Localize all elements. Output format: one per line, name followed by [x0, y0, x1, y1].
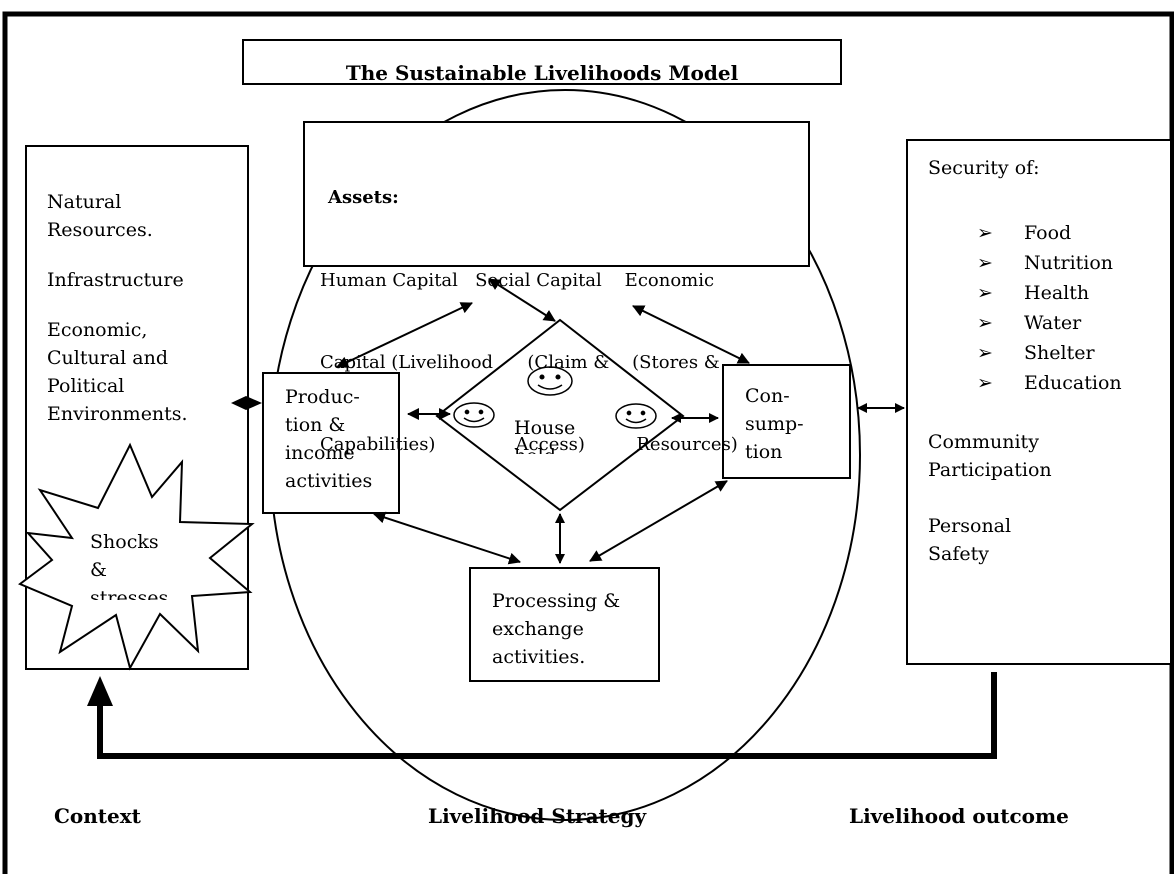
household-text: House hold: [514, 414, 575, 454]
assets-heading: Assets:: [328, 187, 399, 208]
outcome-extra: Community Participation Personal Safety: [928, 428, 1052, 568]
connector-arrows: [336, 278, 905, 565]
production-line: income: [285, 442, 355, 464]
processing-box: [469, 567, 660, 682]
context-item: Resources.: [47, 219, 153, 241]
context-item: Environments.: [47, 403, 188, 425]
smiley-face-icon: [527, 366, 573, 396]
assets-box: [303, 121, 810, 267]
context-item: Political: [47, 375, 125, 397]
outcome-extra-line: Community: [928, 431, 1039, 453]
processing-text: Processing & exchange activities.: [492, 587, 620, 671]
shocks-line: &: [90, 559, 107, 581]
arrow-bullet-icon: ➢: [977, 222, 993, 244]
consumption-line: Con-: [745, 385, 790, 407]
arrow-bullet-icon: ➢: [977, 372, 993, 394]
assets-line: Capabilities) Access) Resources): [320, 434, 738, 455]
feedback-arrowhead: [87, 676, 113, 706]
arrow-bullet-icon: ➢: [977, 252, 993, 274]
production-line: Produc-: [285, 386, 360, 408]
processing-line: exchange: [492, 618, 584, 640]
assets-line: Human Capital Social Capital Economic: [320, 270, 715, 291]
shocks-line: Shocks: [90, 531, 159, 553]
production-line: activities: [285, 470, 373, 492]
consumption-text: Con- sump- tion: [745, 382, 804, 466]
outcome-list: ➢Food ➢Nutrition ➢Health ➢Water ➢Shelter…: [977, 218, 1122, 398]
footer-strategy-label: Livelihood Strategy: [428, 804, 647, 828]
shocks-line: stresses: [90, 587, 169, 600]
smiley-face-icon: [615, 403, 657, 429]
footer-context-label: Context: [54, 804, 141, 828]
outcome-extra-line: Safety: [928, 543, 989, 565]
consumption-line: sump-: [745, 413, 804, 435]
outcome-extra-line: Personal: [928, 515, 1012, 537]
context-item: Infrastructure: [47, 269, 184, 291]
title-box: [242, 39, 842, 85]
footer-outcome-label: Livelihood outcome: [849, 804, 1069, 828]
outcome-list-item: ➢Shelter: [977, 338, 1122, 368]
outcome-list-item: ➢Education: [977, 368, 1122, 398]
arrow-bullet-icon: ➢: [977, 342, 993, 364]
household-line: hold: [514, 442, 575, 454]
production-box: [262, 372, 400, 514]
diagram-title: The Sustainable Livelihoods Model: [345, 61, 739, 84]
outcome-list-item: ➢Nutrition: [977, 248, 1122, 278]
context-production-link: [231, 396, 262, 410]
outcome-heading: Security of:: [928, 157, 1040, 179]
processing-line: Processing &: [492, 590, 621, 612]
household-line: House: [514, 417, 576, 439]
assets-line: Capital (Livelihood (Claim & (Stores &: [320, 352, 720, 373]
smiley-face-icon: [453, 402, 495, 428]
outcome-list-item: ➢Food: [977, 218, 1122, 248]
assets-text: Assets: Human Capital Social Capital Eco…: [320, 128, 738, 514]
consumption-box: [722, 364, 851, 479]
outcome-extra-line: Participation: [928, 459, 1052, 481]
shocks-starburst: [18, 442, 255, 671]
processing-line: activities.: [492, 646, 586, 668]
production-line: tion &: [285, 414, 346, 436]
context-item: Natural: [47, 191, 122, 213]
arrow-bullet-icon: ➢: [977, 282, 993, 304]
shocks-text: Shocks & stresses: [90, 528, 168, 600]
feedback-loop: [97, 672, 997, 759]
consumption-line: tion: [745, 441, 783, 463]
context-text: Natural Resources. Infrastructure Econom…: [47, 188, 188, 428]
context-item: Economic,: [47, 319, 148, 341]
production-text: Produc- tion & income activities: [285, 383, 372, 495]
outcome-list-item: ➢Health: [977, 278, 1122, 308]
household-diamond: [435, 318, 685, 512]
outcome-list-item: ➢Water: [977, 308, 1122, 338]
arrow-bullet-icon: ➢: [977, 312, 993, 334]
outcome-box: [906, 139, 1172, 665]
context-item: Cultural and: [47, 347, 168, 369]
